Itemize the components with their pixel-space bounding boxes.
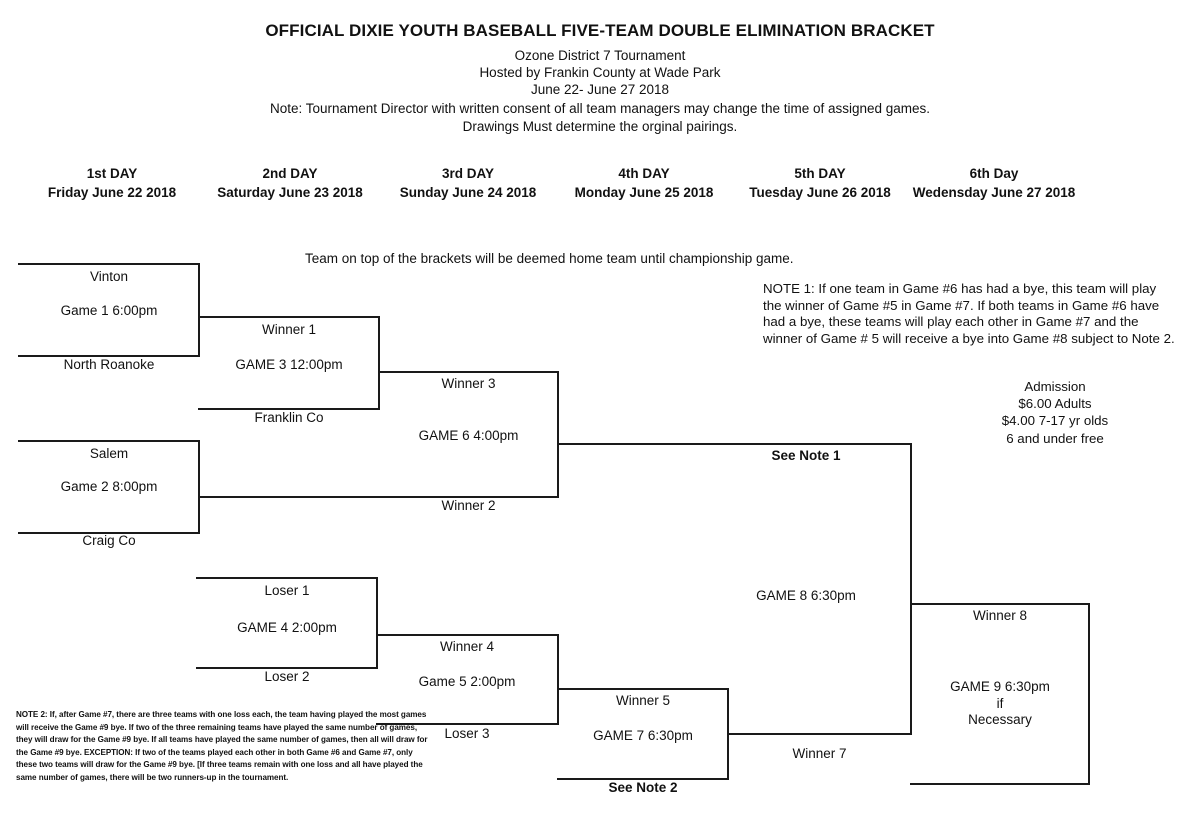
game5-top-line [376,634,558,636]
game5-bottom-team: Loser 3 [444,726,490,741]
game3-bottom-team: Franklin Co [254,410,324,425]
game5-label: Game 5 2:00pm [418,674,516,689]
game4-top-team: Loser 1 [264,583,310,598]
admission-free: 6 and under free [1006,430,1104,446]
game5-right-line [557,634,559,725]
day-3-date: Sunday June 24 2018 [399,185,537,200]
home-team-helper-text: Team on top of the brackets will be deem… [305,251,794,266]
game9-right-line [1088,603,1090,785]
game1-right-line [198,263,200,357]
game9-top-team: Winner 8 [972,608,1028,623]
game6-bottom-line [198,496,559,498]
game9-bottom-line [910,783,1090,785]
day-3-name: 3rd DAY [441,166,495,181]
game3-bottom-line [198,408,380,410]
game9-top-line [910,603,1090,605]
game6-right-line [557,371,559,498]
game8-top-line [557,443,912,445]
game2-top-team: Salem [89,446,129,461]
game7-top-line [557,688,729,690]
game2-label: Game 2 8:00pm [60,479,158,494]
admission-adults: $6.00 Adults [1018,396,1092,412]
game8-bottom-team: Winner 7 [792,746,847,761]
game1-bottom-line [18,355,200,357]
day-header-6: 6th Day Wedensday June 27 2018 [894,166,1094,200]
note-1-text: NOTE 1: If one team in Game #6 has had a… [763,281,1175,346]
tournament-name: Ozone District 7 Tournament [514,48,686,63]
game2-bottom-team: Craig Co [82,533,136,548]
game7-bottom-team: See Note 2 [608,780,678,795]
day-header-4: 4th DAY Monday June 25 2018 [544,166,744,200]
day-4-date: Monday June 25 2018 [574,185,714,200]
day-4-name: 4th DAY [618,166,670,181]
game4-label: GAME 4 2:00pm [237,620,337,635]
game5-bottom-line [376,723,558,725]
game5-top-team: Winner 4 [439,639,495,654]
game3-right-line [378,316,380,410]
game1-bottom-team: North Roanoke [63,357,155,372]
game1-top-line [18,263,200,265]
tournament-dates: June 22- June 27 2018 [530,82,670,97]
day-6-date: Wedensday June 27 2018 [912,185,1076,200]
drawings-note: Drawings Must determine the orginal pair… [462,119,738,134]
game3-label: GAME 3 12:00pm [235,357,343,372]
game4-bottom-line [196,667,378,669]
game4-right-line [376,577,378,669]
game2-right-line [198,440,200,534]
game9-label-line1: GAME 9 6:30pm [950,679,1050,694]
game6-label: GAME 6 4:00pm [418,428,519,443]
game7-top-team: Winner 5 [615,693,671,708]
admission-youth: $4.00 7-17 yr olds [1001,413,1109,429]
game6-bottom-team: Winner 2 [441,498,496,513]
game6-top-line [378,371,559,373]
game1-label: Game 1 6:00pm [60,303,158,318]
day-header-2: 2nd DAY Saturday June 23 2018 [190,166,390,200]
game7-bottom-line [557,778,729,780]
admission-block: Admission $6.00 Adults $4.00 7-17 yr old… [930,378,1180,447]
day-header-3: 3rd DAY Sunday June 24 2018 [368,166,568,200]
director-note: Note: Tournament Director with written c… [269,101,931,116]
day-1-name: 1st DAY [86,166,138,181]
game2-top-line [18,440,200,442]
game8-right-line [910,443,912,735]
day-6-name: 6th Day [969,166,1019,181]
game9-label-line2: if [996,696,1004,711]
page-title: OFFICIAL DIXIE YOUTH BASEBALL FIVE-TEAM … [265,21,935,40]
admission-title: Admission [1024,379,1086,394]
game9-label-line3: Necessary [968,712,1032,727]
day-1-date: Friday June 22 2018 [47,185,177,200]
note-2-text: NOTE 2: If, after Game #7, there are thr… [16,710,428,782]
game8-label: GAME 8 6:30pm [756,588,856,603]
day-header-5: 5th DAY Tuesday June 26 2018 [720,166,920,200]
day-header-1: 1st DAY Friday June 22 2018 [12,166,212,200]
day-2-date: Saturday June 23 2018 [217,185,363,200]
game4-bottom-team: Loser 2 [264,669,310,684]
game2-bottom-line [18,532,200,534]
game3-top-team: Winner 1 [261,322,317,337]
game4-top-line [196,577,378,579]
day-2-name: 2nd DAY [262,166,318,181]
game3-top-line [198,316,380,318]
game7-label: GAME 7 6:30pm [593,728,693,743]
tournament-host: Hosted by Frankin County at Wade Park [479,65,721,80]
game6-top-team: Winner 3 [441,376,496,391]
game1-top-team: Vinton [89,269,129,284]
day-5-date: Tuesday June 26 2018 [749,185,891,200]
day-5-name: 5th DAY [794,166,846,181]
game8-top-team: See Note 1 [771,448,841,463]
game8-bottom-line [727,733,912,735]
